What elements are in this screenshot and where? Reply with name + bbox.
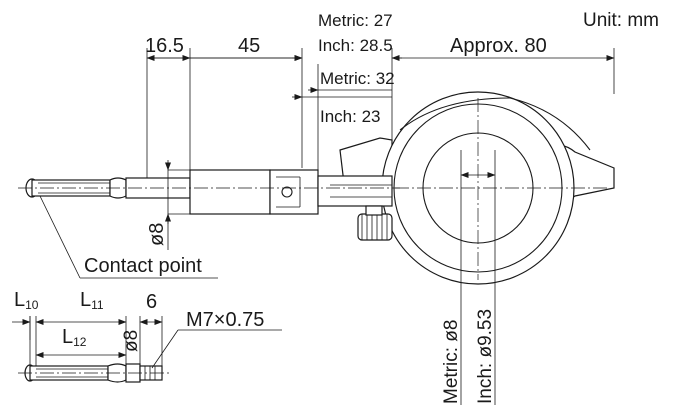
spindle-assembly: ø8	[18, 160, 400, 250]
label-contact-point: Contact point	[84, 255, 202, 277]
dim-dia-8: ø8	[146, 223, 168, 246]
dial-gauge-body	[339, 91, 615, 285]
dim-stem-inch: Inch: ø9.53	[475, 309, 496, 404]
collar-slot	[276, 176, 301, 208]
dim-stem-metric: Metric: ø8	[441, 320, 462, 404]
unit-label: Unit: mm	[583, 10, 659, 31]
detail-label-l10: L10	[14, 289, 39, 312]
contact-point-detail: L10 L11 6 L12 ø8 M7×0.75	[12, 289, 282, 383]
detail-label-thread: M7×0.75	[186, 309, 264, 331]
collar-screw	[281, 186, 293, 198]
stem	[189, 169, 271, 215]
leader-thread	[151, 329, 179, 369]
leader-contact-point	[39, 195, 81, 279]
knob-knurling	[361, 214, 388, 240]
upper-shoulder	[399, 97, 591, 151]
top-dimensions: 16.5 45 Metric: 27 Inch: 28.5 Approx. 80…	[145, 11, 615, 180]
detail-label-6: 6	[146, 291, 157, 313]
inner-sleeve	[317, 175, 393, 207]
detail-label-dia-8: ø8	[121, 330, 142, 352]
detail-label-l11: L11	[80, 289, 104, 312]
stem-diameter-dimensions: Metric: ø8 Inch: ø9.53	[441, 150, 496, 405]
dim-inch-23: Inch: 23	[320, 107, 381, 126]
dim-inch-28-5: Inch: 28.5	[318, 36, 393, 55]
dim-16-5: 16.5	[145, 35, 184, 57]
contact-point-callout: Contact point	[39, 195, 218, 279]
detail-label-l12: L12	[62, 326, 87, 349]
dim-45: 45	[238, 35, 260, 57]
dim-metric-27: Metric: 27	[318, 11, 393, 30]
dim-approx-80: Approx. 80	[450, 35, 547, 57]
knob-neck	[365, 205, 383, 216]
dim-metric-32: Metric: 32	[320, 69, 395, 88]
